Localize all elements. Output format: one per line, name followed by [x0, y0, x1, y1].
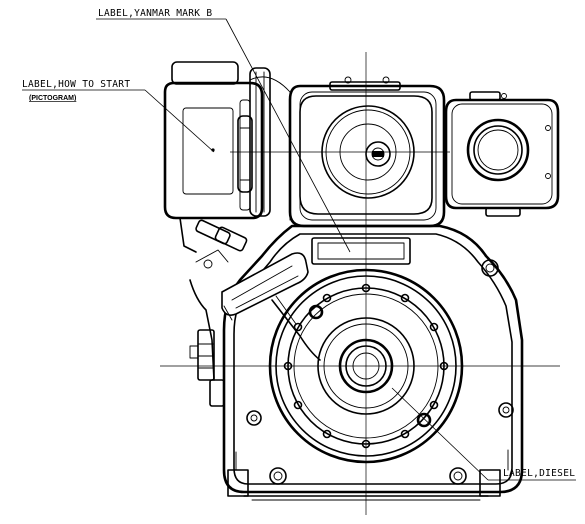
flywheel-cover [268, 268, 464, 464]
flywheel-bolts [283, 283, 449, 449]
air-cleaner [288, 76, 446, 228]
label-pictogram: (PICTOGRAM) [29, 95, 76, 102]
center-lines [160, 52, 560, 515]
fuel-tank [163, 61, 291, 221]
muffler [444, 91, 560, 217]
label-yanmar-mark: LABEL,YANMAR MARK B [98, 8, 212, 19]
fuel-pipe [179, 217, 248, 407]
leader-lines [22, 18, 576, 481]
label-how-to-start: LABEL,HOW TO START [22, 79, 130, 90]
starter-handle [221, 252, 321, 361]
engine-base [227, 449, 509, 501]
callout-labels: LABEL,YANMAR MARK B LABEL,HOW TO START (… [22, 8, 575, 479]
label-diesel: LABEL,DIESEL [503, 468, 575, 479]
